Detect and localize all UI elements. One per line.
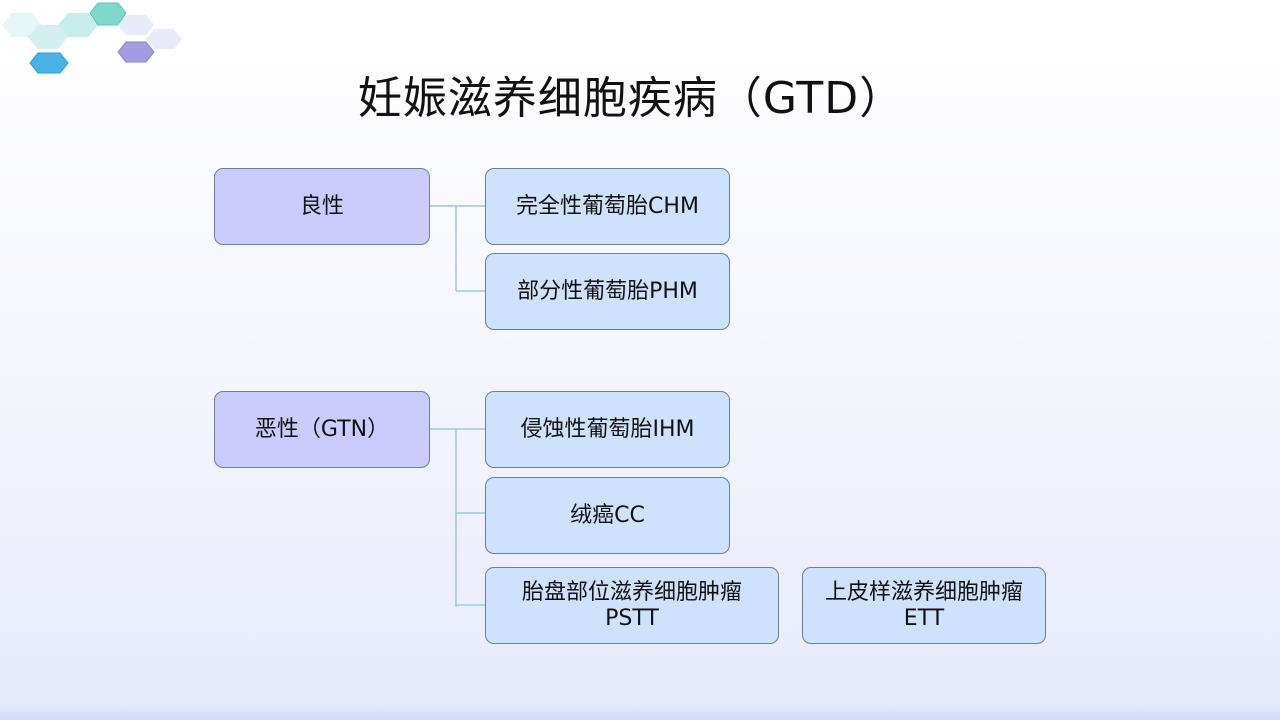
pstt-label-line2: PSTT [605, 605, 659, 631]
page-title: 妊娠滋养细胞疾病（GTD） [357, 73, 905, 124]
ihm-label: 侵蚀性葡萄胎IHM [520, 416, 695, 442]
ett-label-line2: ETT [903, 605, 945, 631]
phm-box: 部分性葡萄胎PHM [485, 253, 730, 330]
malignant-category-box: 恶性（GTN） [214, 391, 430, 468]
pstt-box: 胎盘部位滋养细胞肿瘤 PSTT [485, 567, 779, 644]
hexagon-cluster-icon [2, 2, 182, 74]
ett-box: 上皮样滋养细胞肿瘤 ETT [802, 567, 1046, 644]
ett-label-line1: 上皮样滋养细胞肿瘤 [824, 579, 1023, 605]
benign-category-box: 良性 [214, 168, 430, 245]
malignant-label: 恶性（GTN） [254, 416, 390, 442]
cc-label: 绒癌CC [570, 502, 645, 528]
phm-label: 部分性葡萄胎PHM [517, 278, 698, 304]
bottom-band [0, 704, 1280, 720]
cc-box: 绒癌CC [485, 477, 730, 554]
ihm-box: 侵蚀性葡萄胎IHM [485, 391, 730, 468]
chm-label: 完全性葡萄胎CHM [516, 193, 699, 219]
pstt-label-line1: 胎盘部位滋养细胞肿瘤 [521, 579, 742, 605]
chm-box: 完全性葡萄胎CHM [485, 168, 730, 245]
benign-label: 良性 [299, 193, 344, 219]
